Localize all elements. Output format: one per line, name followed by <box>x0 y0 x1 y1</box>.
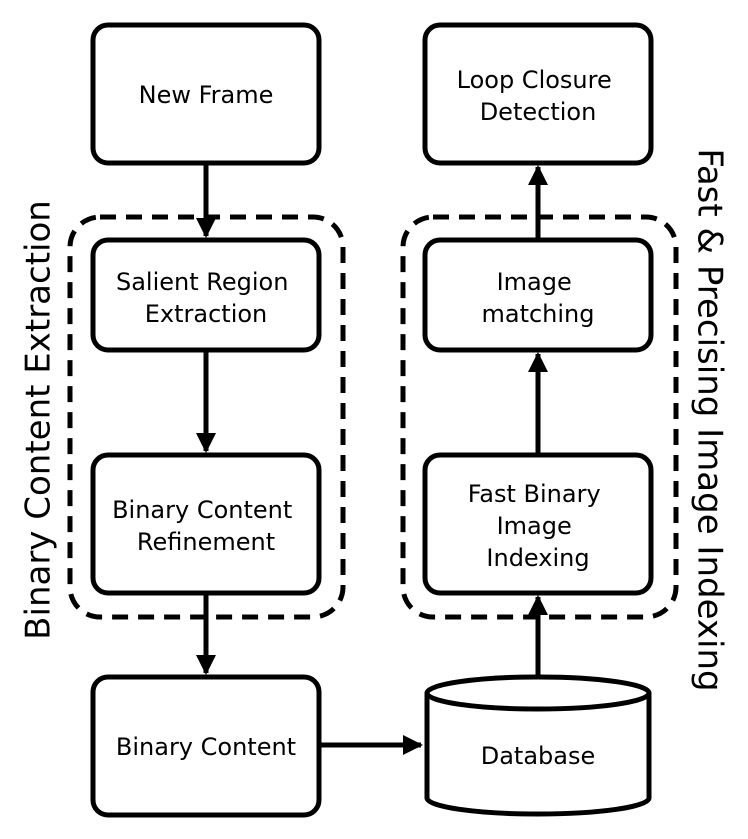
new-frame-node: New Frame <box>90 22 322 166</box>
binary-content-extraction-label: Binary Content Extraction <box>19 200 59 640</box>
loop-closure-detection-node: Loop Closure Detection <box>422 22 654 166</box>
image-matching-node: Image matching <box>422 237 654 353</box>
fast-binary-image-indexing-node: Fast Binary Image Indexing <box>422 452 654 596</box>
binary-content-refinement-node: Binary Content Refinement <box>90 452 322 596</box>
salient-region-label: Salient Region Extraction <box>116 268 296 328</box>
database-node: Database <box>424 674 652 817</box>
fast-binary-indexing-label: Fast Binary Image Indexing <box>468 480 609 572</box>
salient-region-line-1: Salient Region <box>116 268 288 296</box>
loop-closure-line-2: Detection <box>480 98 597 126</box>
binary-refinement-line-2: Refinement <box>137 528 275 556</box>
fast-binary-line-1: Fast Binary <box>468 480 601 508</box>
database-label: Database <box>481 742 596 770</box>
image-matching-label: Image matching <box>481 268 594 328</box>
salient-region-line-2: Extraction <box>145 300 268 328</box>
fast-binary-line-2: Image <box>497 512 572 540</box>
loop-closure-label: Loop Closure Detection <box>457 66 620 126</box>
fast-binary-line-3: Indexing <box>486 544 589 572</box>
new-frame-label: New Frame <box>139 81 274 109</box>
fast-precise-indexing-label: Fast & Precising Image Indexing <box>690 148 730 691</box>
salient-region-extraction-node: Salient Region Extraction <box>90 237 322 353</box>
binary-refinement-line-1: Binary Content <box>112 496 292 524</box>
image-matching-line-2: matching <box>481 300 594 328</box>
binary-refinement-label: Binary Content Refinement <box>112 496 300 556</box>
loop-closure-line-1: Loop Closure <box>457 66 612 94</box>
binary-content-label: Binary Content <box>116 733 296 761</box>
binary-content-node: Binary Content <box>90 674 322 818</box>
image-matching-line-1: Image <box>497 268 572 296</box>
